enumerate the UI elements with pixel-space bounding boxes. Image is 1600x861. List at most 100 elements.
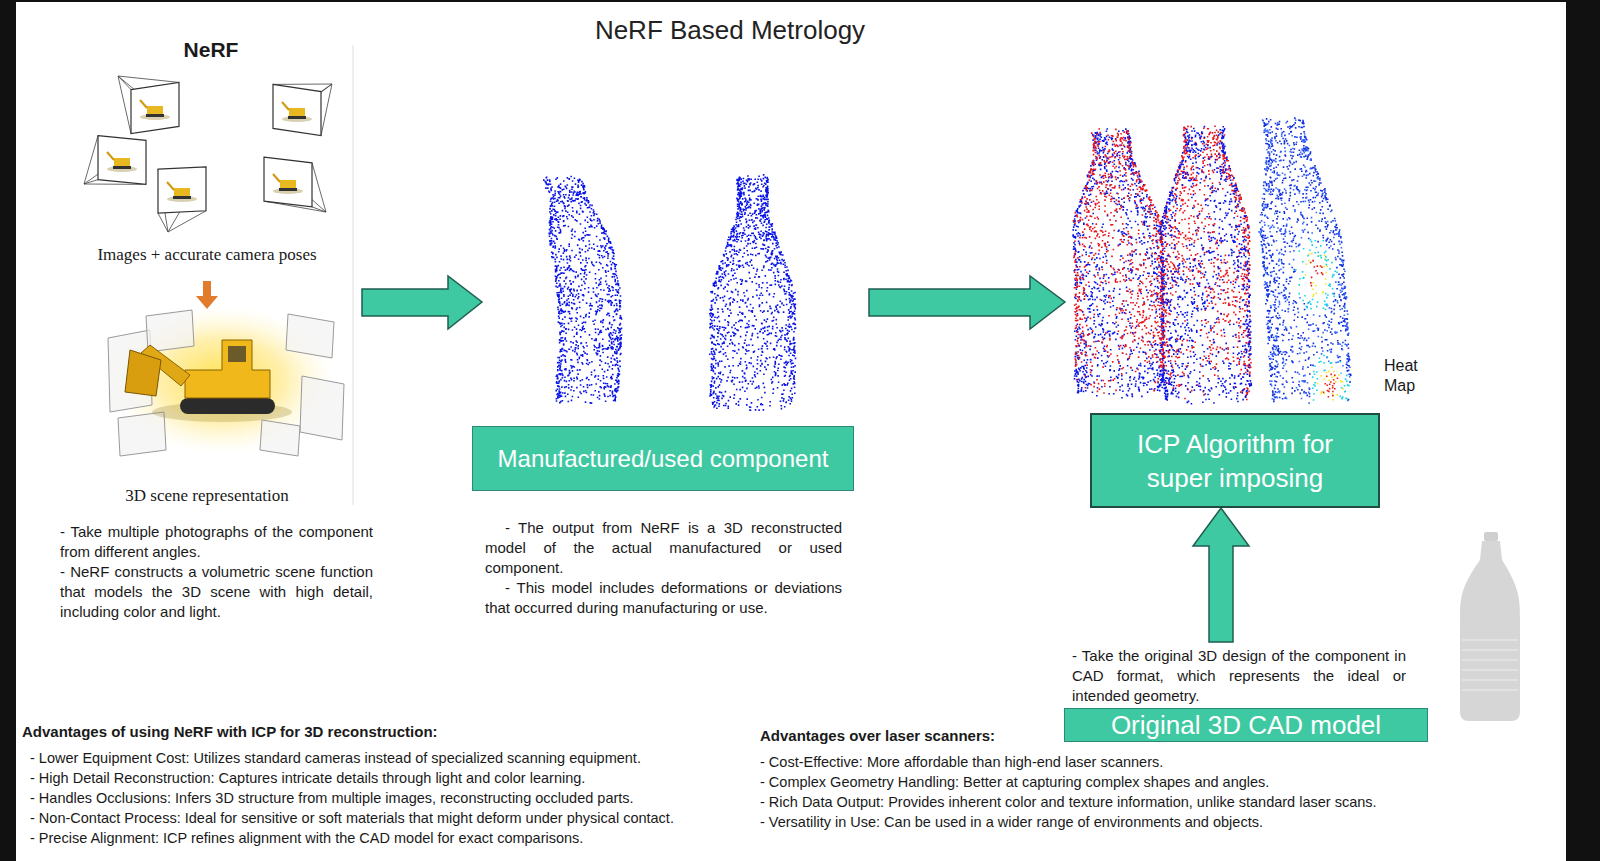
cloud-points [709,174,796,411]
body-text: - Lower Equipment Cost: Utilizes standar… [22,748,757,768]
node-text: ICP Algorithm for super imposing [1102,427,1368,495]
frame-bar [0,0,16,861]
text-block: - Take multiple photographs of the compo… [60,522,373,622]
cloud-points [1259,117,1351,402]
frustum-line [118,76,131,134]
camera-image [131,82,179,133]
point-cloud [709,174,796,411]
image-bulldozer [280,180,296,188]
image-arm [107,152,114,160]
body-text: - NeRF constructs a volumetric scene fun… [60,562,373,622]
cad-band: Original 3D CAD model [1064,708,1428,742]
cloud-points [1295,239,1350,401]
bottle-ribs [1462,640,1518,690]
cloud-points [1159,126,1252,405]
image-shadow [282,116,312,122]
heat-map-label: Heat Map [1384,356,1432,396]
view-plane [146,310,194,352]
image-track [288,116,306,119]
body-text: - Versatility in Use: Can be used in a w… [760,812,1550,832]
bulldozer-bucket [125,350,161,396]
frustum-line [321,84,332,136]
image-shadow [107,166,137,172]
image-shadow [167,196,197,202]
body-text: - Precise Alignment: ICP refines alignme… [22,828,757,848]
image-arm [282,102,289,110]
node-description: - Take the original 3D design of the com… [1064,646,1428,706]
view-plane [260,420,300,456]
point-clouds [543,117,1352,411]
scene-representation [108,306,344,456]
frustum-line [84,180,98,184]
bottle-body [1460,541,1520,721]
body-text: - Take multiple photographs of the compo… [60,522,373,562]
separator-line [353,45,354,505]
image-bulldozer [174,188,190,196]
view-plane [300,376,344,440]
frustum-line [273,84,332,85]
body-text: - This model includes deformations or de… [485,578,842,618]
camera-image [158,167,206,213]
list-heading: Advantages of using NeRF with ICP for 3D… [22,722,757,742]
body-text: - The output from NeRF is a 3D reconstru… [485,518,842,578]
body-text: - Cost-Effective: More affordable than h… [760,752,1550,772]
cloud-points [1258,118,1350,404]
body-text: - High Detail Reconstruction: Captures i… [22,768,757,788]
block-arrow-connector [1193,508,1249,642]
bottle-cap [1484,532,1498,541]
cab-window [228,346,246,362]
cloud-points [1310,260,1338,398]
point-cloud [1159,125,1252,404]
body-text: - Rich Data Output: Provides inherent co… [760,792,1550,812]
image-track [146,114,164,117]
cloud-points [1305,253,1344,401]
frame-bar [1566,0,1600,861]
cad-bottle [1460,532,1520,721]
image-arm [140,100,147,108]
body-text: - Complex Geometry Handling: Better at c… [760,772,1550,792]
frustum-line [312,163,326,212]
camera-poses [84,76,332,232]
image-track [279,188,297,191]
view-plane [118,412,166,456]
frustum-line [118,76,179,82]
view-plane [286,314,334,358]
block-arrow [869,276,1065,329]
bulldozer-body [185,340,270,398]
image-track [113,166,131,169]
cloud-points [1160,125,1252,400]
down-arrow [196,281,218,309]
point-cloud [1072,128,1165,398]
image-shadow [140,114,170,120]
frustum-line [158,213,168,232]
image-arm [273,174,280,182]
image-track [173,196,191,199]
text-block: - The output from NeRF is a 3D reconstru… [485,518,842,618]
point-cloud [1258,117,1351,404]
page-title: NeRF Based Metrology [530,13,930,47]
image-bulldozer [289,108,305,116]
camera-image [98,136,146,185]
frustum-line [264,157,326,212]
cloud-points [543,176,622,404]
block-arrow [362,276,482,329]
camera-image [264,157,312,207]
frustum-line [84,136,98,184]
image-bulldozer [114,158,130,166]
image-arm [167,182,174,190]
body-text: - Non-Contact Process: Ideal for sensiti… [22,808,757,828]
process-box: Manufactured/used component [472,426,854,491]
node-title: Original 3D CAD model [1071,709,1421,741]
image-shadow [273,188,303,194]
node-text: Manufactured/used component [498,444,829,474]
cloud-points [1073,128,1165,394]
image-bulldozer [147,106,163,114]
cloud-points [1072,128,1165,398]
figure-caption: 3D scene representation [57,485,357,507]
process-box: ICP Algorithm for super imposing [1090,413,1380,508]
camera-image [273,84,321,135]
cad-node: Original 3D CAD model- Take the original… [1064,642,1428,742]
frustum-line [168,211,206,232]
figure-caption: Images + accurate camera poses [57,244,357,266]
